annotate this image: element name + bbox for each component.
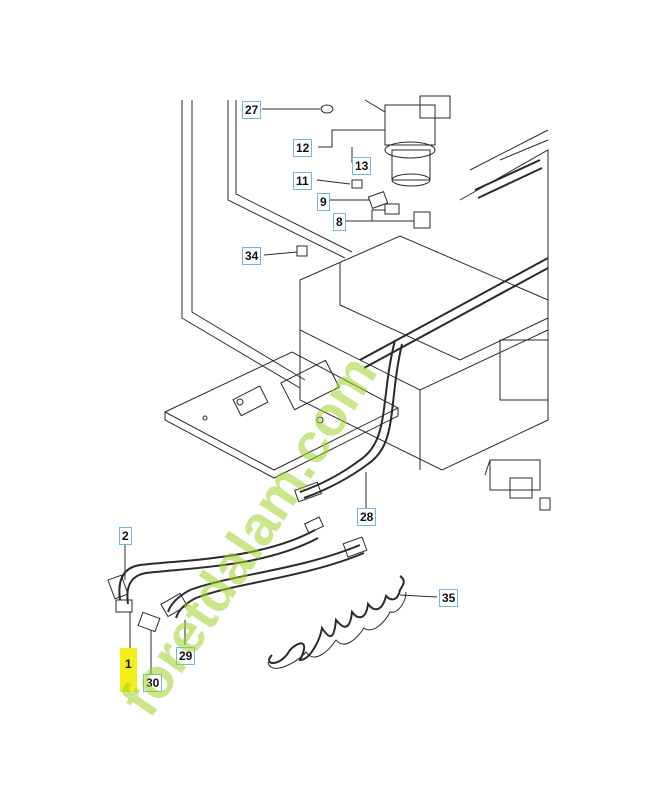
callout-13: 13 [352, 157, 372, 175]
part-34 [296, 245, 308, 257]
callout-34: 34 [242, 247, 262, 265]
callout-9: 9 [317, 193, 330, 211]
part-9 [367, 190, 389, 210]
hose-28 [299, 339, 396, 493]
frame-rail-left [181, 100, 301, 389]
callout-35: 35 [439, 589, 459, 607]
hose-2 [118, 529, 316, 601]
chassis-plate [163, 351, 400, 471]
callout-28: 28 [357, 508, 377, 526]
hydraulic-pump [384, 104, 436, 146]
callout-8: 8 [333, 213, 346, 231]
callout-2: 2 [119, 527, 132, 545]
part-27 [320, 104, 334, 114]
main-frame [299, 235, 549, 471]
part-8b [413, 211, 431, 229]
callout-12: 12 [293, 139, 313, 157]
callout-29: 29 [176, 647, 196, 665]
part-8a [384, 203, 400, 215]
callout-30: 30 [143, 674, 163, 692]
hose-29 [167, 544, 361, 613]
callout-1-highlighted: 1 [120, 648, 137, 692]
fitting-30 [137, 611, 161, 633]
spring-35 [268, 575, 405, 664]
callout-11: 11 [293, 172, 312, 190]
callout-27: 27 [242, 101, 262, 119]
part-11 [351, 179, 363, 189]
